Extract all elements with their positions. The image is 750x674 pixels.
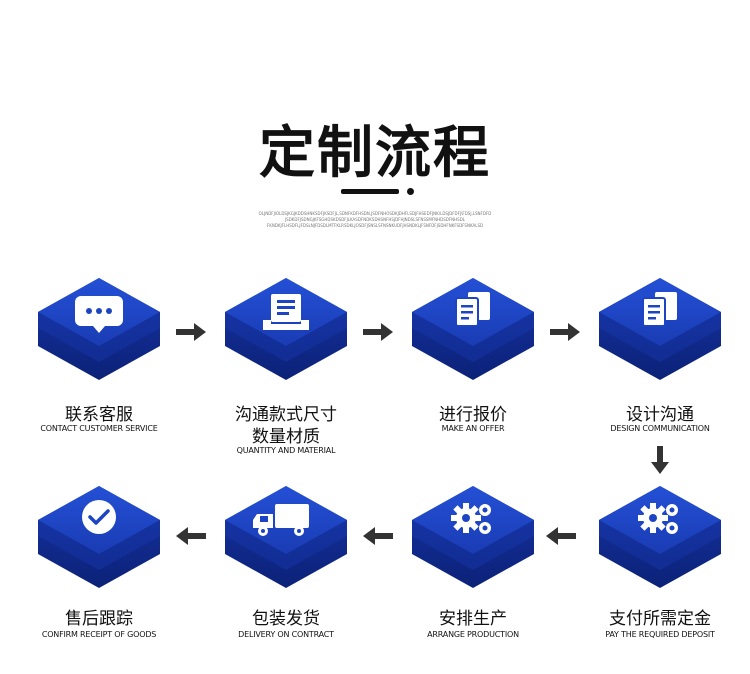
step-subtitle: CONFIRM RECEIPT OF GOODS (41, 630, 157, 639)
step-title: 售后跟踪 (65, 609, 133, 629)
arrow-left-icon (176, 527, 206, 545)
gears-icon (451, 503, 491, 534)
chat-bubble-icon (75, 296, 123, 333)
document-stack-icon (263, 294, 309, 330)
page-title: 定制流程 (259, 121, 491, 186)
step-title: 联系客服 (65, 405, 133, 425)
step-tile (38, 278, 160, 380)
step-title: 进行报价 (439, 405, 507, 425)
step-title: 包装发货 (252, 609, 320, 629)
step-tile (599, 486, 721, 588)
arrow-down-icon (651, 446, 669, 474)
fine-print-line-1: OLJNDFJIOLDSJKGJKDDSHNKSDFJKSDFJL,SDNFKD… (258, 211, 492, 216)
gears-icon (638, 503, 678, 534)
step-subtitle: ARRANGE PRODUCTION (427, 630, 519, 639)
truck-icon (253, 504, 309, 536)
arrow-right-icon (176, 323, 206, 341)
step-tile (225, 486, 347, 588)
title-underline (341, 189, 399, 194)
step-subtitle: DESIGN COMMUNICATION (610, 424, 710, 433)
arrow-left-icon (546, 527, 576, 545)
files-icon (455, 292, 490, 327)
step-subtitle: QUANTITY AND MATERIAL (236, 446, 336, 455)
step-tile (599, 278, 721, 380)
arrow-left-icon (363, 527, 393, 545)
files-icon (642, 292, 677, 327)
step-subtitle: CONTACT CUSTOMER SERVICE (40, 424, 158, 433)
step-title-line-1: 沟通款式尺寸 (235, 405, 337, 425)
step-title-line-2: 数量材质 (252, 427, 320, 447)
fine-print-line-2: JSDKDFJSDNGJKFSGHDSKDSDFJLKASDFNDKSDHSNF… (284, 217, 466, 222)
step-tile (225, 278, 347, 380)
title-dot (407, 188, 414, 195)
step-subtitle: MAKE AN OFFER (441, 424, 505, 433)
arrow-right-icon (363, 323, 393, 341)
step-subtitle: DELIVERY ON CONTRACT (238, 630, 334, 639)
step-title: 支付所需定金 (609, 609, 711, 629)
step-tile (412, 278, 534, 380)
step-tile (412, 486, 534, 588)
fine-print-line-3: FKNDKJFLHSDFLJFDSLNJFDSDLMTFKLRSDKLJOSDF… (266, 223, 484, 228)
step-tile (38, 486, 160, 588)
step-subtitle: PAY THE REQUIRED DEPOSIT (605, 630, 715, 639)
checkmark-icon (82, 500, 116, 534)
step-title: 设计沟通 (626, 405, 694, 425)
step-title: 安排生产 (439, 609, 507, 629)
arrow-right-icon (550, 323, 580, 341)
